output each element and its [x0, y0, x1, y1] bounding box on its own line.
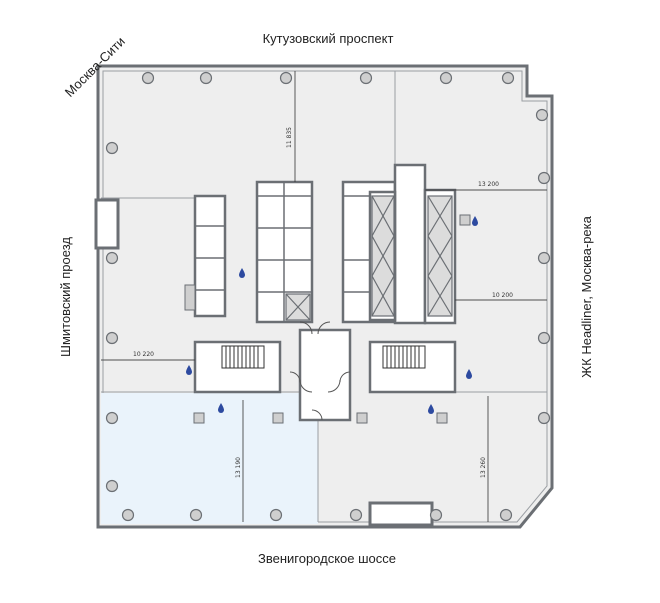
- street-right: ЖК Headliner, Москва-река: [579, 215, 594, 377]
- selected-office-zone[interactable]: [101, 393, 318, 524]
- water-drops: [186, 216, 478, 414]
- core-grid: [195, 182, 370, 322]
- dimension-right-middle: 10 200: [492, 292, 513, 299]
- water-drop-icon: [466, 369, 472, 379]
- dimension-left-middle: 10 220: [133, 351, 154, 358]
- bottom-facade-bay: [368, 501, 434, 527]
- water-drop-icon: [472, 216, 478, 226]
- elevator-shafts: [285, 195, 453, 321]
- water-drop-icon: [239, 268, 245, 278]
- water-drop-icon: [428, 404, 434, 414]
- dimension-bottom-right: 13 260: [480, 457, 487, 478]
- left-facade-bay: [94, 198, 120, 250]
- street-left: Шмитовский проезд: [58, 237, 73, 357]
- square-columns: [184, 214, 471, 424]
- dimension-right-upper: 13 200: [478, 181, 499, 188]
- street-top: Кутузовский проспект: [263, 31, 394, 46]
- door-swings: [289, 321, 351, 421]
- round-columns: [105, 71, 551, 522]
- dimension-lines: [101, 71, 547, 522]
- water-drop-icon: [186, 365, 192, 375]
- stairs: [221, 345, 426, 369]
- street-bottom: Звенигородское шоссе: [258, 551, 396, 566]
- dimension-bottom-left: 13 190: [235, 457, 242, 478]
- water-drop-icon: [218, 403, 224, 413]
- dimension-top-center: 11 835: [286, 127, 293, 148]
